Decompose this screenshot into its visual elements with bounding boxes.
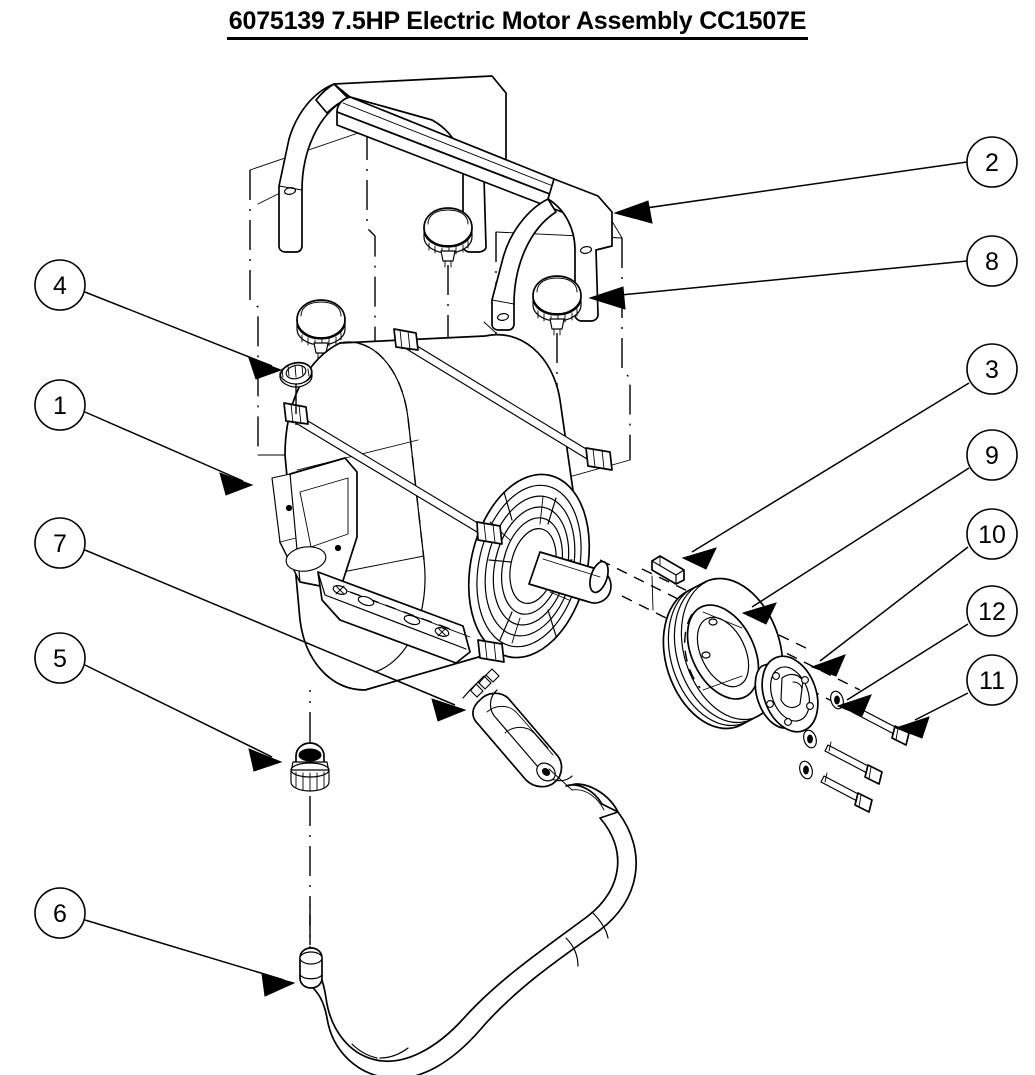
callout-3[interactable]: 3 [681, 343, 1018, 570]
conduit-lock-nut [279, 361, 313, 430]
motor-tie-rods [283, 328, 613, 663]
callout-10[interactable]: 10 [810, 508, 1018, 677]
callout-bubble [966, 235, 1018, 287]
knurled-knob-2 [532, 275, 582, 470]
electric-motor-body [271, 333, 612, 691]
cord-plug-connector [462, 668, 573, 791]
callout-2[interactable]: 2 [613, 136, 1018, 224]
callout-layer: 2 8 3 9 [34, 136, 1018, 997]
callout-5[interactable]: 5 [34, 632, 283, 772]
knurled-knob-1 [423, 207, 473, 408]
callout-bubble [966, 343, 1018, 395]
handle-grip-tube [336, 96, 563, 213]
power-cord [299, 783, 637, 1075]
motor-output-shaft [528, 551, 612, 604]
shaft-key [651, 555, 685, 585]
bolt-washer-set-2 [803, 729, 883, 785]
bolt-washer-set-1 [830, 690, 910, 746]
callout-bubble [34, 517, 86, 569]
callout-9[interactable]: 9 [741, 429, 1018, 625]
callout-label: 8 [985, 248, 999, 276]
callout-label: 6 [53, 900, 67, 928]
callout-label: 1 [53, 392, 67, 420]
callout-7[interactable]: 7 [34, 517, 467, 722]
motor-mounting-base [317, 571, 471, 664]
callout-label: 4 [53, 272, 67, 300]
callout-bubble [966, 429, 1018, 481]
callout-label: 3 [985, 356, 999, 384]
callout-bubble [34, 887, 86, 939]
callout-label: 10 [978, 521, 1006, 549]
callout-label: 7 [53, 530, 67, 558]
callout-bubble [34, 379, 86, 431]
callout-bubble [966, 508, 1018, 560]
callout-bubble [966, 585, 1018, 637]
strain-relief-fitting [290, 690, 330, 960]
callout-label: 11 [979, 667, 1005, 695]
callout-12[interactable]: 12 [836, 585, 1018, 717]
callout-8[interactable]: 8 [588, 235, 1018, 310]
motor-junction-box [271, 457, 358, 591]
bolt-washer-set-3 [799, 760, 873, 813]
callout-label: 9 [985, 442, 999, 470]
callout-bubble [966, 136, 1018, 188]
callout-1[interactable]: 1 [34, 379, 254, 496]
callout-11[interactable]: 11 [894, 654, 1018, 739]
callout-6[interactable]: 6 [34, 887, 296, 997]
callout-bubble [34, 259, 86, 311]
callout-4[interactable]: 4 [34, 259, 283, 380]
callout-label: 2 [985, 149, 999, 177]
callout-bubble [966, 654, 1018, 706]
callout-bubble [34, 632, 86, 684]
handle-bracket-rear [278, 75, 507, 253]
pulley-bushing-hub [754, 655, 819, 733]
callout-label: 5 [53, 645, 67, 673]
callout-label: 12 [978, 598, 1006, 626]
handle-bracket-front [491, 178, 613, 331]
